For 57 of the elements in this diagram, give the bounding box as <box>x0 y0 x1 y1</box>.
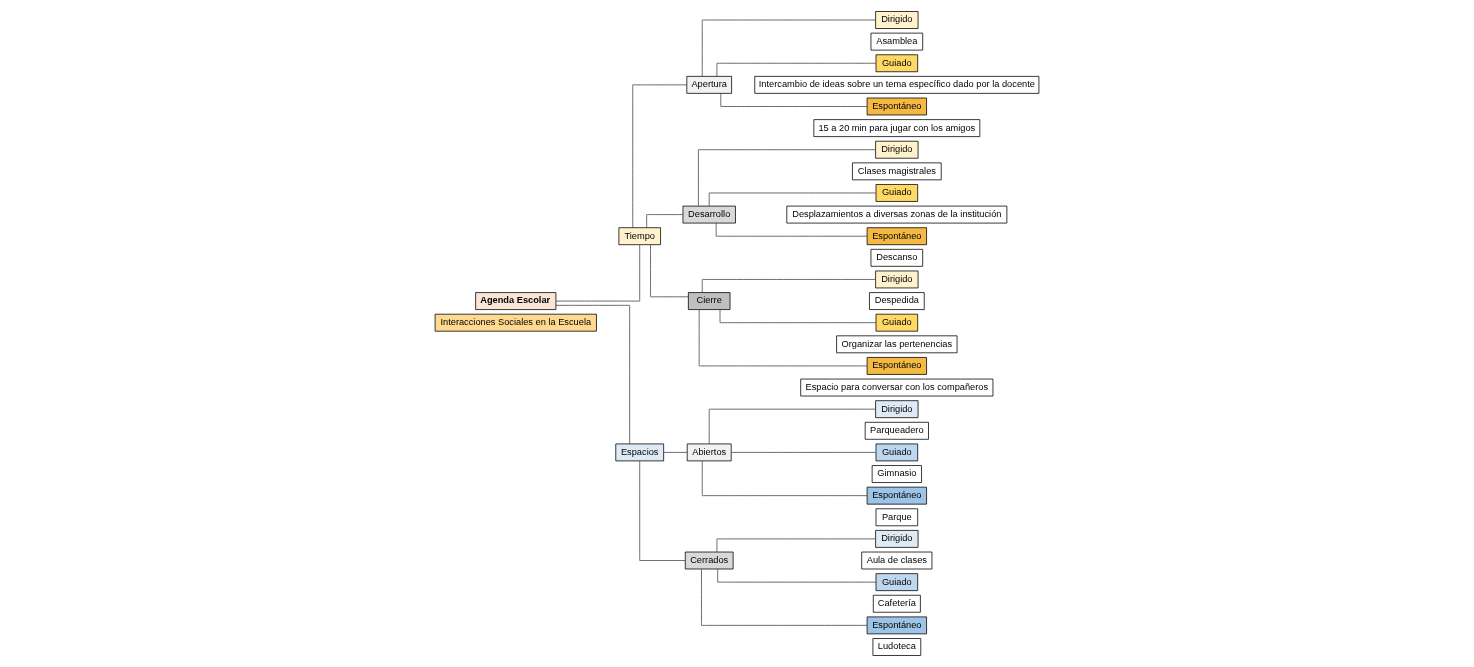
connector <box>646 214 684 229</box>
connector <box>716 538 876 553</box>
node-box: Desplazamientos a diversas zonas de la institución <box>786 205 1008 224</box>
connector <box>650 244 689 298</box>
node-box: Guiado <box>875 184 919 202</box>
node-box: Cafetería <box>872 594 921 613</box>
connector <box>639 460 686 561</box>
node-box: Dirigido <box>875 11 919 29</box>
connector <box>555 244 641 302</box>
connector <box>701 19 876 77</box>
node-box: Espacio para conversar con los compañeros <box>800 378 994 397</box>
node-box: Gimnasio <box>871 465 922 483</box>
connector <box>720 93 868 107</box>
node-box: Ludoteca <box>872 638 922 656</box>
node-box: Espontáneo <box>866 616 927 635</box>
connector <box>701 279 876 293</box>
node-box: Cerrados <box>684 551 734 570</box>
node-box: Espontáneo <box>866 227 927 246</box>
node-box: Guiado <box>875 54 919 73</box>
connector <box>716 62 877 77</box>
node-box: Clases magistrales <box>852 162 942 181</box>
connector <box>698 149 876 207</box>
node-box: Guiado <box>875 443 919 462</box>
node-box: Dirigido <box>875 140 919 159</box>
connector <box>632 84 688 229</box>
node-box: Organizar las pertenencias <box>836 335 958 354</box>
node-box: Aula de clases <box>861 551 933 570</box>
node-box: Agenda Escolar <box>475 292 557 310</box>
connector <box>717 568 877 583</box>
node-box: 15 a 20 min para jugar con los amigos <box>813 119 981 137</box>
node-box: Dirigido <box>875 400 919 419</box>
node-box: Despedida <box>869 292 925 310</box>
connector <box>701 568 868 626</box>
node-box: Desarrollo <box>682 205 736 224</box>
node-box: Parqueadero <box>864 421 929 440</box>
node-box: Espontáneo <box>866 486 927 505</box>
node-box: Cierre <box>687 292 731 310</box>
node-box: Interacciones Sociales en la Escuela <box>434 313 597 332</box>
node-box: Espacios <box>615 443 665 462</box>
node-box: Descanso <box>870 248 924 267</box>
node-box: Abiertos <box>686 443 732 462</box>
connector <box>715 222 868 237</box>
node-box: Apertura <box>686 76 732 94</box>
connector <box>663 452 688 453</box>
node-box: Intercambio de ideas sobre un tema específico dado por la docente <box>754 76 1040 94</box>
connector <box>731 452 877 453</box>
node-box: Asamblea <box>870 32 924 51</box>
node-box: Dirigido <box>875 270 919 289</box>
connector <box>701 460 868 497</box>
node-box: Dirigido <box>875 530 919 548</box>
node-box: Guiado <box>875 573 919 591</box>
node-box: Espontáneo <box>866 97 927 116</box>
node-box: Parque <box>875 508 919 527</box>
node-box: Espontáneo <box>866 357 927 375</box>
node-box: Guiado <box>875 313 919 332</box>
connector <box>555 304 631 445</box>
node-box: Tiempo <box>618 227 661 246</box>
